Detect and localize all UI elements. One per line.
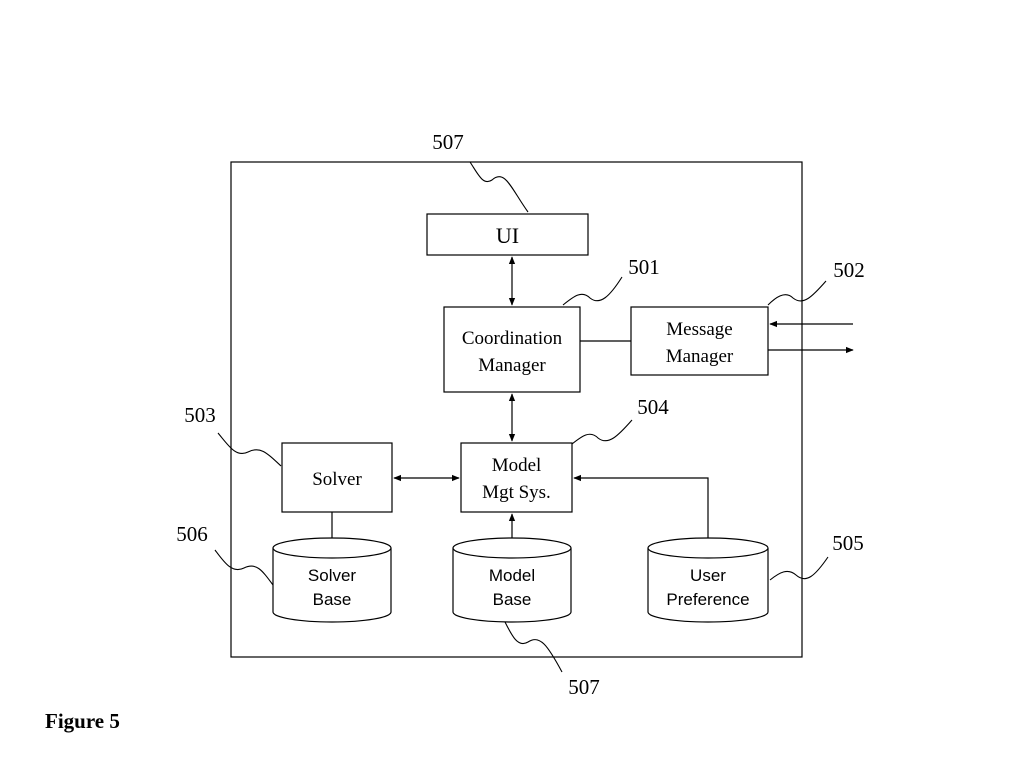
solver-label: Solver: [312, 469, 362, 490]
ref-numeral-message-manager: 502: [833, 258, 865, 282]
ref-numeral-ui: 507: [432, 130, 464, 154]
solver-base-label-line2: Base: [313, 590, 352, 609]
message-manager-block: Message Manager: [630, 306, 769, 376]
leader-modelbase: [504, 621, 563, 673]
ref-numeral-model-mgt-sys: 504: [637, 395, 669, 419]
model-mgt-sys-label-line1: Model: [492, 455, 542, 476]
leader-coordination: [562, 276, 623, 306]
model-base-label-line2: Base: [493, 590, 532, 609]
leader-solverbase: [214, 549, 274, 586]
leader-ui: [469, 161, 529, 213]
ref-numeral-user-preference: 505: [832, 531, 864, 555]
leader-message: [767, 280, 827, 306]
user-preference-store: User Preference: [647, 537, 769, 623]
user-preference-label-line2: Preference: [666, 590, 749, 609]
ref-numeral-solver: 503: [184, 403, 216, 427]
model-base-store: Model Base: [452, 537, 572, 623]
message-manager-label-line1: Message: [666, 319, 732, 340]
user-preference-label-line1: User: [690, 566, 726, 585]
ref-numeral-coordination-manager: 501: [628, 255, 660, 279]
coordination-manager-block: Coordination Manager: [443, 306, 581, 393]
leader-solver: [217, 432, 282, 467]
solver-base-label-line1: Solver: [308, 566, 357, 585]
message-manager-label-line2: Manager: [666, 346, 734, 367]
solver-base-store: Solver Base: [272, 537, 392, 623]
figure-caption: Figure 5: [45, 709, 120, 733]
leader-modelmgt: [571, 419, 633, 445]
ui-block: UI: [426, 213, 589, 256]
leader-userpref: [769, 556, 829, 581]
ui-label: UI: [496, 223, 519, 248]
coordination-manager-label-line1: Coordination: [462, 328, 563, 349]
ref-numeral-solver-base: 506: [176, 522, 208, 546]
userpref-modelmgt-arrow: [573, 474, 709, 538]
model-base-label-line1: Model: [489, 566, 535, 585]
model-mgt-sys-label-line2: Mgt Sys.: [482, 482, 551, 503]
coordination-manager-label-line2: Manager: [478, 355, 546, 376]
model-mgt-sys-block: Model Mgt Sys.: [460, 442, 573, 513]
ref-numeral-model-base: 507: [568, 675, 600, 699]
solver-block: Solver: [281, 442, 393, 513]
